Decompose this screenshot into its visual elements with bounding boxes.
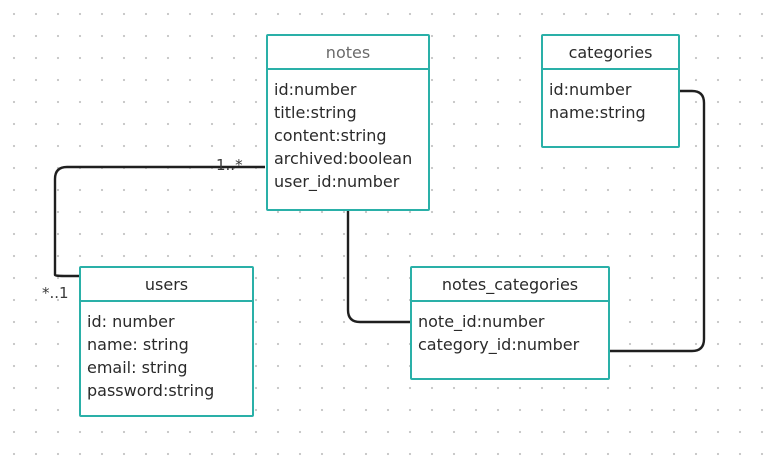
entity-users-title: users xyxy=(81,268,252,302)
field-content: content:string xyxy=(274,126,387,145)
field-archived: archived:boolean xyxy=(274,149,413,168)
entity-users[interactable]: users id: number name: string email: str… xyxy=(79,266,254,417)
field-id: id:number xyxy=(274,80,357,99)
entity-categories[interactable]: categories id:number name:string xyxy=(541,34,680,148)
entity-notes-categories[interactable]: notes_categories note_id:number category… xyxy=(410,266,610,380)
field-id: id:number xyxy=(549,80,632,99)
connector-notes-users[interactable] xyxy=(53,165,265,278)
field-email: email: string xyxy=(87,358,188,377)
field-id: id: number xyxy=(87,312,175,331)
entity-users-fields: id: number name: string email: string pa… xyxy=(81,302,252,402)
entity-notes-fields: id:number title:string content:string ar… xyxy=(268,70,428,193)
multiplicity-users-end: *..1 xyxy=(42,284,69,302)
connector-notes-notes-categories[interactable] xyxy=(346,211,412,324)
field-note-id: note_id:number xyxy=(418,312,545,331)
connector-categories-notes-categories[interactable] xyxy=(610,89,706,353)
field-category-id: category_id:number xyxy=(418,335,580,354)
field-user-id: user_id:number xyxy=(274,172,400,191)
entity-categories-title: categories xyxy=(543,36,678,70)
field-password: password:string xyxy=(87,381,215,400)
entity-categories-fields: id:number name:string xyxy=(543,70,678,124)
multiplicity-notes-end: 1..* xyxy=(216,156,243,174)
field-name: name:string xyxy=(549,103,646,122)
entity-notes-categories-fields: note_id:number category_id:number xyxy=(412,302,608,356)
entity-notes-title: notes xyxy=(268,36,428,70)
entity-notes-categories-title: notes_categories xyxy=(412,268,608,302)
entity-notes[interactable]: notes id:number title:string content:str… xyxy=(266,34,430,211)
field-title: title:string xyxy=(274,103,357,122)
field-name: name: string xyxy=(87,335,189,354)
